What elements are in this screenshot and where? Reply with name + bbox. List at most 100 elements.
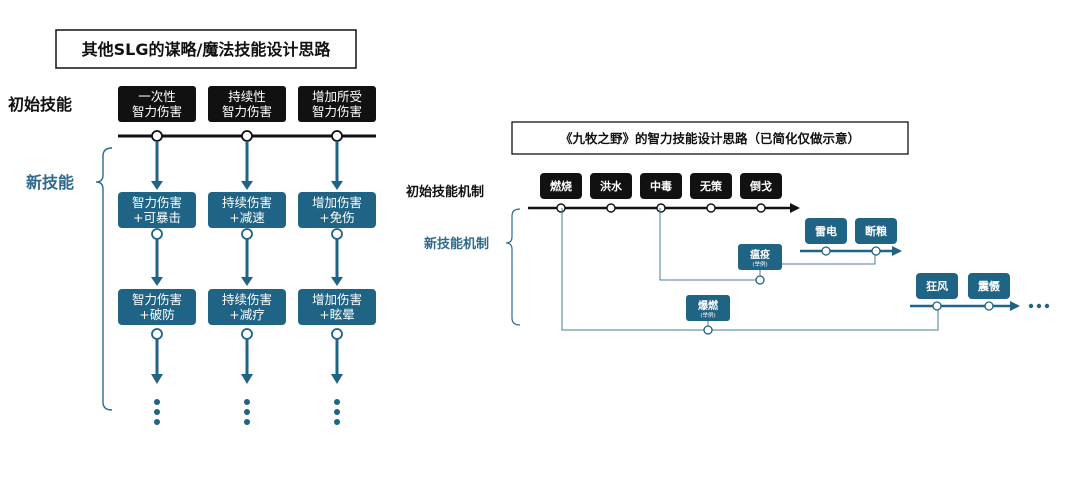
left-initial-skill-line1: 增加所受 [312, 89, 362, 104]
left-tier2-node [151, 328, 163, 340]
left-initial-label: 初始技能 [8, 95, 72, 114]
left-timeline-node [151, 130, 163, 142]
explode-child-label: 狂风 [926, 279, 948, 293]
left-initial-skill-box [298, 86, 376, 122]
left-tier1-line2: +减速 [229, 210, 265, 225]
right-initial-skill-box [590, 173, 632, 199]
left-tier1-line1: 持续伤害 [222, 195, 272, 210]
left-timeline-node [241, 130, 253, 142]
left-continue-dot [244, 399, 250, 405]
plague-child-node [821, 246, 831, 256]
explode-note: (举例) [700, 311, 715, 319]
right-timeline-node [706, 203, 716, 213]
left-initial-skill-box [118, 86, 196, 122]
left-continue-dot [334, 409, 340, 415]
right-initial-skill-label: 倒戈 [749, 179, 772, 193]
right-timeline-node [606, 203, 616, 213]
right-initial-label: 初始技能机制 [406, 184, 484, 200]
left-new-label: 新技能 [26, 173, 74, 192]
right-timeline-node [556, 203, 566, 213]
plague-child-label: 断粮 [865, 224, 887, 238]
left-arrowhead [151, 181, 163, 190]
explode-child-box [916, 273, 958, 299]
left-initial-skill-box [208, 86, 286, 122]
left-continue-dot [154, 419, 160, 425]
right-new-label: 新技能机制 [424, 236, 489, 252]
explode-node [703, 325, 713, 335]
left-tier2-line1: 智力伤害 [132, 292, 182, 307]
left-tier2-line2: +破防 [139, 307, 174, 322]
left-tier2-node [331, 328, 343, 340]
left-arrowhead [151, 374, 163, 384]
left-initial-skill-line1: 持续性 [228, 89, 266, 104]
explode-child-box [968, 273, 1010, 299]
left-timeline-node [331, 130, 343, 142]
plague-child-box [805, 218, 847, 244]
left-continue-dot [334, 419, 340, 425]
left-tier2-box [208, 289, 286, 325]
left-tier1-line1: 增加伤害 [312, 195, 362, 210]
left-arrowhead [241, 277, 253, 286]
left-tier1-box [118, 192, 196, 228]
right-title: 《九牧之野》的智力技能设计思路（已简化仅做示意） [560, 131, 860, 146]
plague-child-box [855, 218, 897, 244]
left-continue-dot [154, 409, 160, 415]
plague-box [738, 244, 782, 270]
left-tier1-box [298, 192, 376, 228]
left-tier2-node [241, 328, 253, 340]
left-initial-skill-line2: 智力伤害 [132, 104, 182, 119]
left-tier2-line2: +眩晕 [319, 307, 354, 322]
right-initial-skill-label: 无策 [699, 179, 723, 193]
explode-child-label: 震慑 [977, 279, 1001, 293]
right-title-box [511, 121, 909, 155]
explode-label: 爆燃 [698, 299, 719, 312]
left-arrowhead [331, 374, 343, 384]
left-tier2-line1: 持续伤害 [222, 292, 272, 307]
right-initial-skill-label: 燃烧 [549, 179, 572, 193]
right-initial-skill-label: 中毒 [650, 179, 672, 193]
left-tier1-line2: +免伤 [319, 210, 354, 225]
right-timeline-node [656, 203, 666, 213]
left-arrowhead [331, 277, 343, 286]
left-tier1-line2: +可暴击 [133, 210, 181, 225]
right-initial-skill-box [640, 173, 682, 199]
left-title-box [55, 29, 357, 69]
left-continue-dot [154, 399, 160, 405]
left-tier2-line1: 增加伤害 [312, 292, 362, 307]
plague-node [755, 275, 765, 285]
left-continue-dot [244, 409, 250, 415]
left-arrowhead [241, 374, 253, 384]
explode-child-node [932, 301, 942, 311]
right-initial-skill-box [740, 173, 782, 199]
left-title: 其他SLG的谋略/魔法技能设计思路 [82, 40, 332, 59]
left-arrowhead [151, 277, 163, 286]
plague-child-node [871, 246, 881, 256]
right-new-skill-bracket [505, 208, 521, 326]
left-initial-skill-line2: 智力伤害 [222, 104, 272, 119]
left-initial-skill-line2: 智力伤害 [312, 104, 362, 119]
explode-child-node [984, 301, 994, 311]
left-tier2-box [118, 289, 196, 325]
left-tier1-node [331, 228, 343, 240]
left-arrowhead [241, 181, 253, 190]
explode-to-line [708, 306, 939, 331]
right-timeline-node [756, 203, 766, 213]
left-tier1-node [241, 228, 253, 240]
explode-branch-line [561, 208, 708, 331]
left-continue-dot [334, 399, 340, 405]
left-continue-dot [244, 419, 250, 425]
explode-continue-dot-3 [1044, 303, 1050, 309]
right-initial-skill-box [540, 173, 582, 199]
left-tier2-line2: +减疗 [229, 307, 264, 322]
plague-child-label: 雷电 [815, 224, 837, 238]
left-tier1-node [151, 228, 163, 240]
plague-note: (举例) [752, 260, 767, 268]
plague-label: 瘟疫 [750, 248, 770, 261]
left-tier1-box [208, 192, 286, 228]
left-arrowhead [331, 181, 343, 190]
right-initial-skill-label: 洪水 [600, 179, 623, 193]
plague-branch-line [659, 208, 760, 281]
left-initial-skill-line1: 一次性 [138, 89, 176, 104]
explode-box [686, 295, 730, 321]
